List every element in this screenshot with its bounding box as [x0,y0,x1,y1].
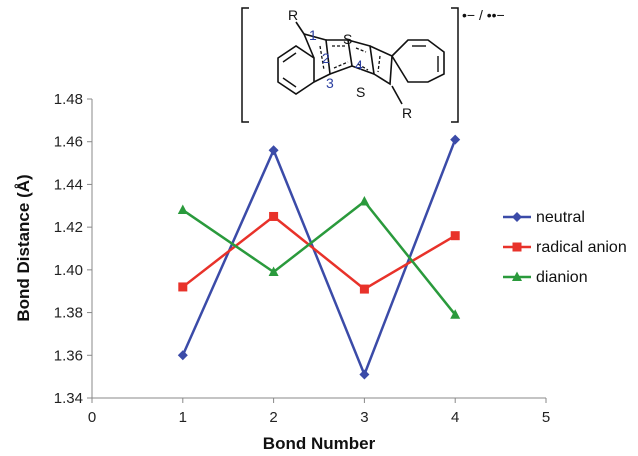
x-tick-label: 5 [542,409,550,426]
molecule-structure: R R S S 1 2 3 4 •− / ••− [241,7,505,123]
y-axis-title: Bond Distance (Å) [14,174,33,321]
legend-label-dianion: dianion [536,269,588,286]
bond-label-3: 3 [326,75,334,91]
y-tick-label: 1.40 [54,262,83,279]
dashed-bond-1 [319,45,325,71]
data-point-dianion [359,196,370,206]
legend-marker-neutral [512,212,522,222]
central-ring-left [326,39,353,75]
sulfur-top: S [343,31,352,47]
x-axis-title: Bond Number [263,434,376,453]
left-benzene-inner-bond [282,52,297,63]
y-tick-label: 1.42 [54,219,83,236]
series-line-radical-anion [182,214,456,291]
right-five-ring [369,45,393,86]
y-tick-label: 1.38 [54,305,83,322]
x-tick-label: 3 [360,409,368,426]
y-tick-label: 1.44 [54,176,83,193]
legend-label-radical-anion: radical anion [536,239,627,256]
y-tick-label: 1.34 [54,390,83,407]
data-point-dianion [450,309,461,319]
left-benzene-inner-bond [282,77,297,88]
legend: neutral radical anion dianion [503,209,627,286]
sulfur-bottom: S [356,84,365,100]
substituent-bond-top [295,21,305,35]
substituent-bond-bottom [391,85,403,105]
y-tick-label: 1.36 [54,347,83,364]
data-point-neutral [177,350,188,361]
dashed-bond-4 [355,47,367,53]
data-point-radical-anion [359,284,369,294]
dashed-bond-3 [333,61,349,69]
charge-label: •− / ••− [462,7,505,23]
series-line-neutral [181,139,457,378]
data-point-neutral [359,369,370,380]
right-benzene-ring [390,39,445,83]
bond-label-4: 4 [355,57,363,73]
axis-ticks: 1.34 1.36 1.38 1.40 1.42 1.44 1.46 1.48 0 1 2 3 4 5 [54,91,550,426]
legend-marker-radical-anion [512,242,522,252]
legend-label-neutral: neutral [536,209,585,226]
x-tick-label: 0 [88,409,96,426]
y-tick-label: 1.48 [54,91,83,108]
x-tick-label: 4 [451,409,459,426]
dashed-bond-6 [377,55,381,73]
data-point-neutral [450,134,461,145]
dashed-bond-5 [357,63,369,71]
substituent-r-bottom: R [402,105,412,121]
series-line-dianion [182,199,457,316]
right-bracket [451,7,459,123]
substituent-r-top: R [288,7,298,23]
x-tick-label: 1 [179,409,187,426]
x-tick-label: 2 [269,409,277,426]
data-point-radical-anion [269,211,279,221]
data-point-dianion [268,266,279,276]
data-point-radical-anion [178,282,188,292]
left-bracket [241,7,249,123]
bond-label-1: 1 [309,27,317,43]
data-point-radical-anion [450,231,460,241]
data-point-dianion [177,204,188,215]
legend-marker-dianion [512,271,522,281]
bond-label-2: 2 [322,50,330,66]
central-ring-right [347,39,375,76]
data-point-neutral [268,145,279,156]
series-layer [177,134,461,380]
y-tick-label: 1.46 [54,134,83,151]
